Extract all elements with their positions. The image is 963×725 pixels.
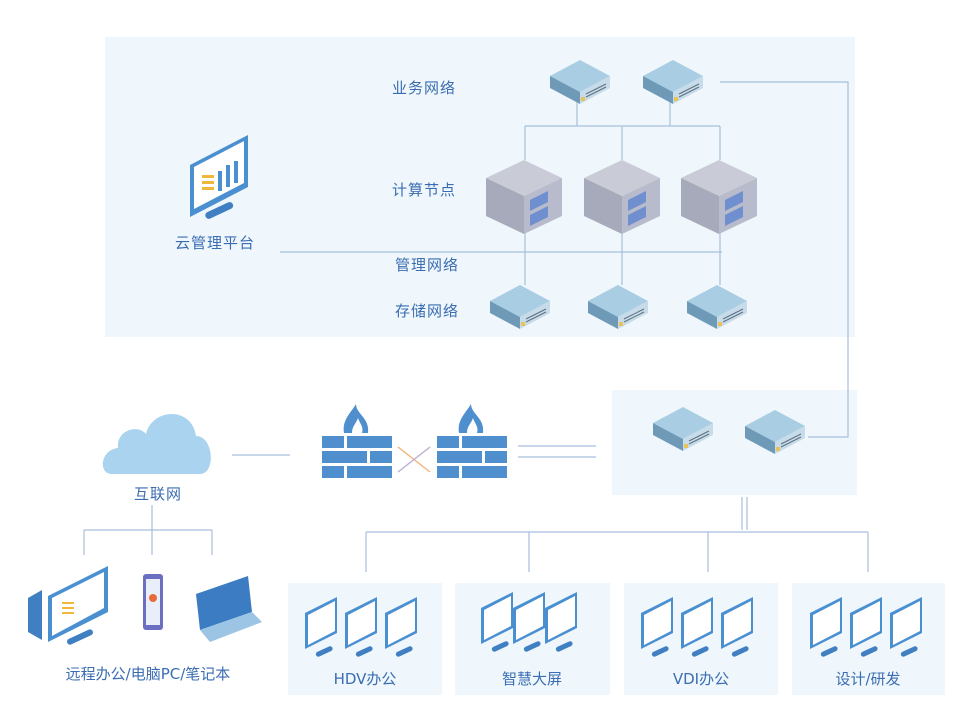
core-switch-panel <box>612 390 857 495</box>
management-network-label: 管理网络 <box>395 256 459 274</box>
internet-label: 互联网 <box>134 485 182 503</box>
firewall-2-icon <box>437 404 507 478</box>
terminal-label-design: 设计/研发 <box>835 670 900 688</box>
storage-network-label: 存储网络 <box>395 302 459 320</box>
terminal-group-hdv <box>288 583 442 695</box>
terminal-label-vdi: VDI办公 <box>673 670 729 688</box>
firewall-1-icon <box>322 404 392 478</box>
terminal-group-smart-screen <box>455 583 610 695</box>
cloud-icon <box>102 414 211 474</box>
cloud-platform-label: 云管理平台 <box>175 234 255 252</box>
terminal-group-vdi <box>624 583 778 695</box>
terminal-label-hdv: HDV办公 <box>334 670 397 688</box>
business-network-label: 业务网络 <box>392 79 456 97</box>
terminal-group-design <box>792 583 945 695</box>
desktop-pc-icon <box>28 566 108 645</box>
management-monitor-icon <box>190 135 248 219</box>
laptop-icon <box>196 576 262 642</box>
compute-nodes-label: 计算节点 <box>392 181 456 199</box>
remote-devices-label: 远程办公/电脑PC/笔记本 <box>66 665 231 683</box>
phone-icon <box>143 574 163 630</box>
terminal-label-smart-screen: 智慧大屏 <box>502 670 562 688</box>
connection-lines <box>83 81 869 572</box>
